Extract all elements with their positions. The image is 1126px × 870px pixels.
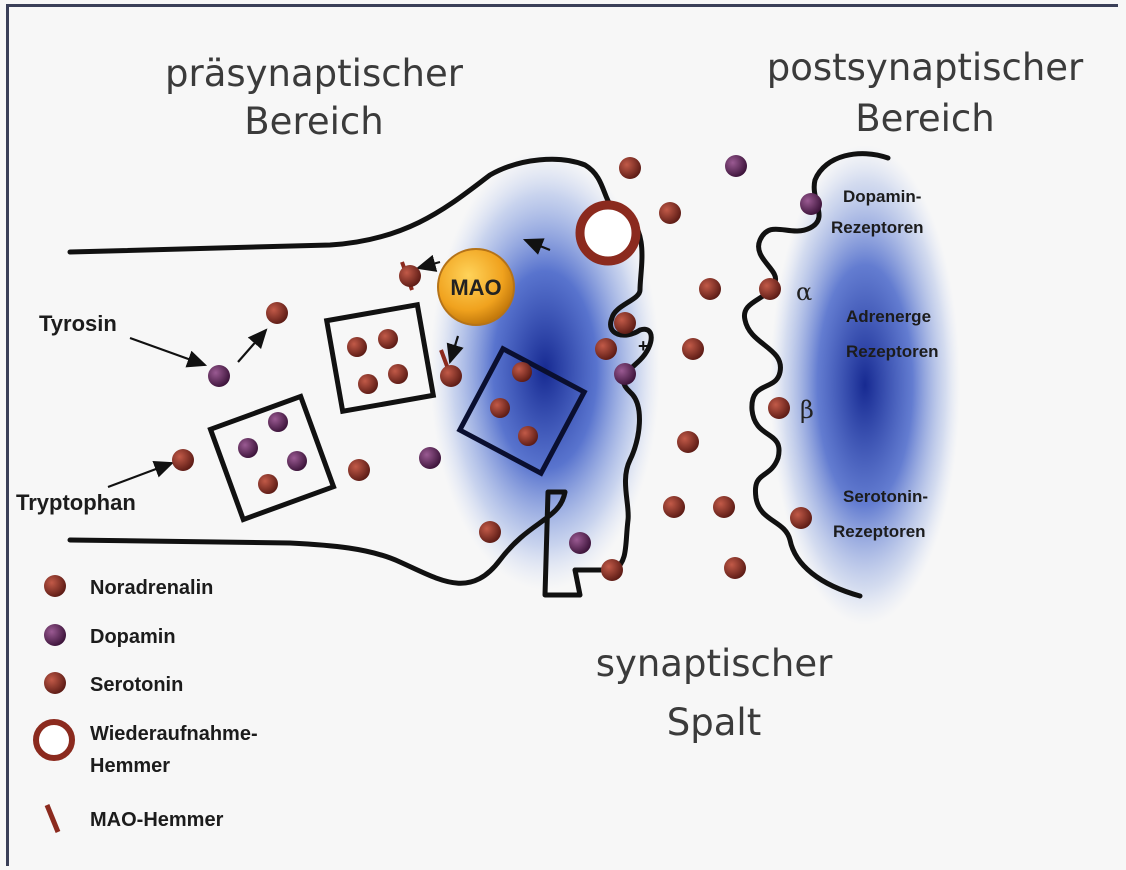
postsynaptic-heading-line2: Bereich (855, 97, 994, 140)
noradrenaline-molecule (388, 364, 408, 384)
serotonin-receptor-label-line1: Serotonin- (843, 487, 928, 506)
tyrosine-to-dopamine-arrow (238, 330, 266, 362)
noradrenaline-molecule (601, 559, 623, 581)
legend-serotonin-label: Serotonin (90, 674, 183, 696)
vesicle (327, 305, 434, 412)
noradrenaline-molecule (512, 362, 532, 382)
noradrenaline-molecule (759, 278, 781, 300)
noradrenaline-molecule (699, 278, 721, 300)
cleft-heading-line2: Spalt (667, 701, 761, 744)
presynaptic-heading-line2: Bereich (244, 100, 383, 143)
legend-noradrenaline-swatch (44, 575, 66, 597)
noradrenaline-molecule (677, 431, 699, 453)
dopamine-molecule (208, 365, 230, 387)
mao-label: MAO (450, 275, 501, 300)
mao-degradation-arrow (418, 262, 440, 268)
dopamine-molecule (419, 447, 441, 469)
noradrenaline-molecule (490, 398, 510, 418)
legend: Noradrenalin Dopamin Serotonin Wiederauf… (36, 575, 258, 832)
legend-dopamine-label: Dopamin (90, 626, 176, 648)
alpha-symbol: α (796, 278, 812, 306)
reuptake-inhibitor-ring (580, 205, 636, 261)
noradrenaline-molecule (724, 557, 746, 579)
beta-symbol: β (800, 396, 814, 424)
noradrenaline-molecule (358, 374, 378, 394)
noradrenaline-molecule (619, 157, 641, 179)
dopamine-molecule (238, 438, 258, 458)
dopamine-receptor-label-line1: Dopamin- (843, 187, 921, 206)
presynaptic-heading-line1: präsynaptischer (165, 52, 464, 95)
noradrenaline-molecule (378, 329, 398, 349)
dopamine-receptor-label-line2: Rezeptoren (831, 218, 924, 237)
legend-serotonin-swatch (44, 672, 66, 694)
dopamine-molecule (800, 193, 822, 215)
noradrenaline-molecule (348, 459, 370, 481)
legend-reuptake-inhibitor-swatch (36, 722, 72, 758)
dopamine-molecule (287, 451, 307, 471)
dopamine-molecule (614, 363, 636, 385)
cleft-heading-line1: synaptischer (596, 642, 833, 685)
legend-mao-inhibitor-swatch (47, 805, 58, 832)
legend-reuptake-inhibitor-label-line1: Wiederaufnahme- (90, 723, 258, 745)
dopamine-molecule (569, 532, 591, 554)
serotonin-molecule (172, 449, 194, 471)
dopamine-molecule (725, 155, 747, 177)
noradrenaline-molecule (518, 426, 538, 446)
serotonin-receptor-label-line2: Rezeptoren (833, 522, 926, 541)
noradrenaline-molecule (768, 397, 790, 419)
tryptophan-label: Tryptophan (16, 490, 136, 515)
serotonin-molecule (790, 507, 812, 529)
legend-mao-inhibitor-label: MAO-Hemmer (90, 809, 224, 831)
adrenergic-receptor-label-line1: Adrenerge (846, 307, 931, 326)
legend-reuptake-inhibitor-label-line2: Hemmer (90, 755, 170, 777)
serotonin-molecule (663, 496, 685, 518)
postsynaptic-heading-line1: postsynaptischer (767, 46, 1084, 89)
noradrenaline-molecule (614, 312, 636, 334)
tryptophan-arrow (108, 463, 172, 487)
tyrosine-arrow (130, 338, 205, 365)
noradrenaline-molecule (713, 496, 735, 518)
noradrenaline-molecule (399, 265, 421, 287)
legend-noradrenaline-label: Noradrenalin (90, 577, 213, 599)
dopamine-molecule (268, 412, 288, 432)
noradrenaline-molecule (258, 474, 278, 494)
noradrenaline-molecule (347, 337, 367, 357)
adrenergic-receptor-label-line2: Rezeptoren (846, 342, 939, 361)
noradrenaline-molecule (266, 302, 288, 324)
noradrenaline-molecule (440, 365, 462, 387)
tyrosine-label: Tyrosin (39, 311, 117, 336)
noradrenaline-molecule (682, 338, 704, 360)
serotonin-molecule (479, 521, 501, 543)
noradrenaline-molecule (659, 202, 681, 224)
legend-dopamine-swatch (44, 624, 66, 646)
noradrenaline-molecule (595, 338, 617, 360)
postsynaptic-glow (770, 145, 960, 625)
ion-mark: + (638, 336, 649, 356)
